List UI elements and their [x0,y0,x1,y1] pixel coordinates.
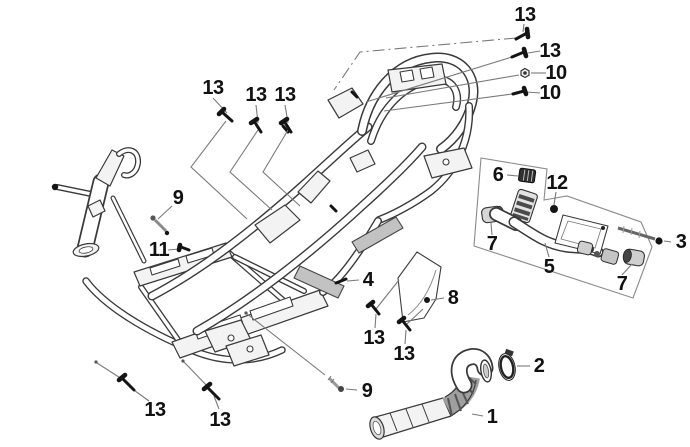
bolt-13-icon [116,372,136,392]
part-3-bolt [617,225,663,245]
callout-12: 12 [546,172,568,194]
steering-head [51,147,147,264]
callout-13-i: 13 [209,409,231,431]
callout-10-a: 10 [545,62,567,84]
callout-2: 2 [533,355,545,377]
callout-13-f: 13 [363,327,385,349]
callout-3: 3 [675,231,687,253]
bolt-13-icon [510,46,529,59]
callout-1: 1 [486,406,498,428]
bolt-icons [116,26,531,401]
callout-7-b: 7 [616,273,628,295]
part-5-hanger-bracket [489,207,620,265]
bolt-13-icon [396,315,412,332]
bolt-13-icon [278,116,293,134]
center-brackets [254,170,404,299]
bolt-13-icon [248,116,263,134]
air-intake-duct [369,348,494,440]
callout-5: 5 [543,256,555,278]
callout-13-c: 13 [274,84,296,106]
callout-13-e: 13 [539,40,561,62]
bolt-10-icon [511,85,529,97]
callout-4: 4 [362,269,374,291]
assembly-box-outline [473,157,653,299]
bolt-13-icon [216,106,234,123]
callout-13-b: 13 [245,84,267,106]
bolt-13-icon [365,299,381,316]
callout-9-b: 9 [361,380,373,402]
engine-mount-brackets [204,319,270,367]
bolt-4-icon [334,277,348,285]
callout-10-b: 10 [539,82,561,104]
part-12-bolt [550,205,558,213]
nut-10-icon [520,67,530,79]
screw-9-icon [150,215,170,236]
bolt-13-icon [514,26,531,41]
callout-9-a: 9 [172,187,184,209]
callout-13-h: 13 [144,399,166,421]
callout-8: 8 [447,287,459,309]
callout-11: 11 [148,239,170,261]
part-damper [510,188,538,224]
leader-lines [94,23,672,417]
frame-illustration [51,52,479,367]
hanger-assembly-box [473,157,663,299]
callout-13-a: 13 [202,77,224,99]
part-7-bushing-right [622,248,645,267]
mud-flap [397,251,442,323]
callout-13-g: 13 [393,343,415,365]
screw-9-icon [327,375,344,392]
callout-6: 6 [492,164,504,186]
part-6-trunnion [518,167,537,184]
bolt-11-icon [176,242,191,253]
callout-13-d: 13 [514,4,536,26]
hose-clamp [498,348,516,381]
bolt-13-icon [201,381,221,401]
callout-7-a: 7 [486,233,498,255]
spine-tubes [147,122,427,336]
